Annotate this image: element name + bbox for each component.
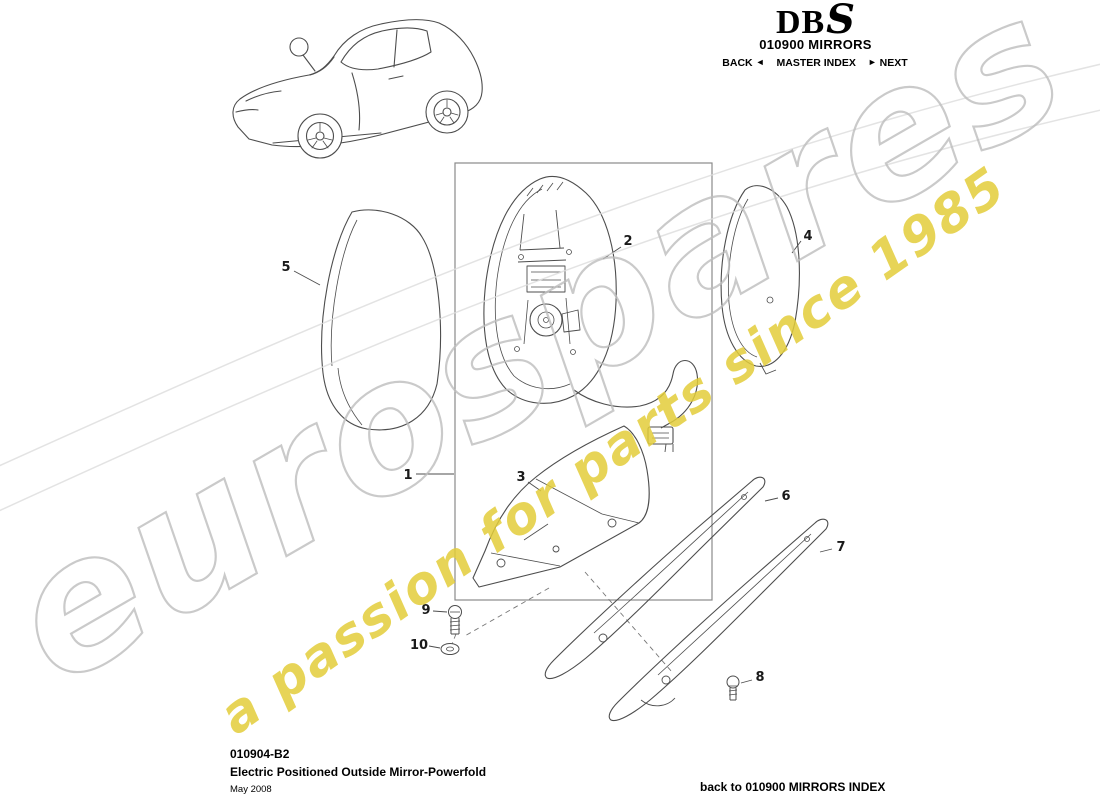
doc-number: 010904-B2 <box>230 747 290 761</box>
part-2-mirror-head <box>483 175 699 453</box>
dbs-logo: DBS <box>748 0 883 40</box>
next-arrow-icon: ► <box>867 57 877 67</box>
part-8-screw <box>726 675 740 701</box>
doc-title: Electric Positioned Outside Mirror-Power… <box>230 765 487 779</box>
master-index-label: MASTER INDEX <box>776 57 856 69</box>
car-illustration <box>232 19 483 159</box>
assembly-box <box>454 162 713 601</box>
mirror-location-callout <box>289 37 316 72</box>
next-link-label: NEXT <box>879 57 908 69</box>
part-label-1: 1 <box>403 468 412 483</box>
part-7-sail-panel <box>608 518 829 722</box>
part-label-8: 8 <box>755 670 764 685</box>
part-label-3: 3 <box>516 470 525 485</box>
part-label-10: 10 <box>410 638 428 653</box>
part-label-7: 7 <box>836 540 845 555</box>
next-link[interactable]: ► NEXT <box>868 57 908 69</box>
part-number-labels: 1 2 3 4 5 6 7 8 9 10 <box>281 229 845 685</box>
back-to-index-link[interactable]: back to 010900 MIRRORS INDEX <box>700 780 886 794</box>
back-link-label: BACK <box>722 57 753 69</box>
part-6-sail-panel <box>544 476 766 680</box>
part-5-mirror-glass <box>321 209 442 431</box>
wiring-harness <box>573 359 699 453</box>
part-label-6: 6 <box>781 489 790 504</box>
dbs-logo-s: S <box>826 0 856 43</box>
part-10-washer <box>440 643 460 655</box>
part-4-mirror-cap <box>720 185 800 375</box>
part-label-4: 4 <box>803 229 812 244</box>
part-9-screw <box>448 605 462 635</box>
back-link[interactable]: BACK ◄ <box>722 57 764 69</box>
part-label-5: 5 <box>281 260 290 275</box>
master-index-link[interactable]: MASTER INDEX <box>776 57 855 69</box>
watermark: eurospares a passion for parts since 198… <box>0 0 1100 747</box>
dbs-logo-db: DB <box>775 4 826 41</box>
watermark-swoosh-line <box>0 63 1100 467</box>
index-nav: BACK ◄ MASTER INDEX ► NEXT <box>700 57 930 69</box>
part-label-9: 9 <box>421 603 430 618</box>
watermark-text: eurospares <box>0 0 1100 726</box>
doc-date: May 2008 <box>230 784 272 795</box>
document-info: 010904-B2 Electric Positioned Outside Mi… <box>230 747 486 795</box>
part-3-mirror-base <box>472 425 650 588</box>
assembly-guide-lines <box>451 571 673 673</box>
back-arrow-icon: ◄ <box>755 57 765 67</box>
watermark-swoosh-line <box>0 109 1100 512</box>
part-label-2: 2 <box>623 234 632 249</box>
page-title: 010900 MIRRORS <box>759 37 872 52</box>
